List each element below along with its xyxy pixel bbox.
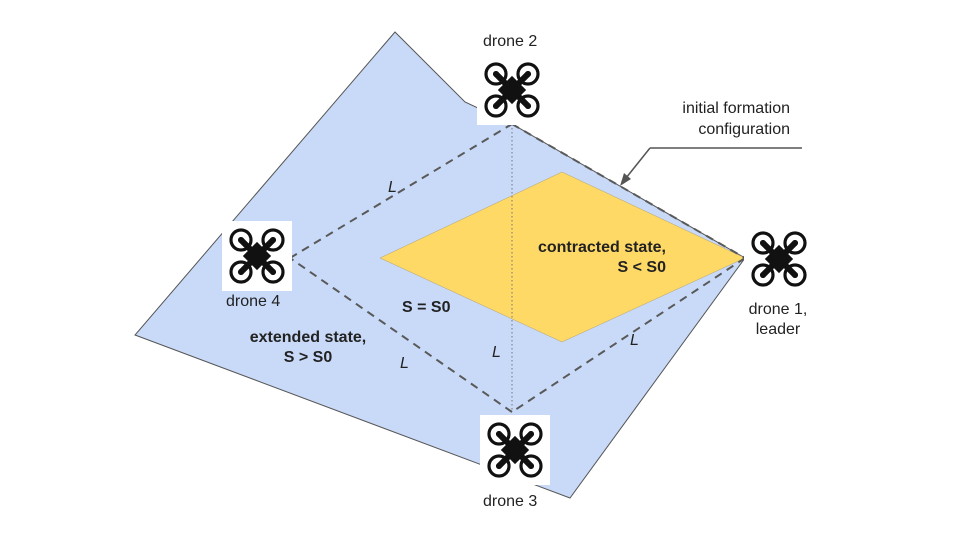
callout-arrowhead [620, 173, 631, 186]
drone-1-label: drone 1, leader [738, 300, 818, 340]
contracted-state-line2: S < S0 [617, 259, 666, 276]
edge-length-label: L [492, 344, 501, 361]
contracted-state-label: contracted state, S < S0 [500, 238, 666, 278]
drone-2-label: drone 2 [483, 33, 538, 50]
extended-state-label: extended state, S > S0 [230, 328, 386, 368]
quadcopter-icon [227, 226, 287, 286]
quadcopter-icon [482, 60, 542, 120]
drone-4-label: drone 4 [226, 293, 281, 310]
callout-arrow-line [625, 147, 651, 179]
drone-4-icon-box [222, 221, 292, 291]
drone-1-icon-box [744, 224, 814, 294]
quadcopter-icon [485, 420, 545, 480]
extended-state-line1: extended state, [249, 329, 367, 346]
callout-line1: initial formation [682, 100, 790, 117]
drone-1-label-line1: drone 1, [748, 301, 808, 318]
quadcopter-icon [749, 229, 809, 289]
initial-state-label: S = S0 [402, 299, 451, 316]
callout-label: initial formation configuration [640, 98, 790, 140]
drone-1-label-line2: leader [755, 321, 801, 338]
initial-formation-outline [289, 123, 746, 413]
edge-length-label: L [388, 179, 397, 196]
drone-2-icon-box [477, 55, 547, 125]
edge-length-label: L [400, 355, 409, 372]
drone-3-label: drone 3 [483, 493, 538, 510]
contracted-state-line1: contracted state, [537, 239, 666, 256]
drone-3-icon-box [480, 415, 550, 485]
callout-line2: configuration [698, 121, 790, 138]
edge-length-label: L [630, 332, 639, 349]
extended-state-line2: S > S0 [283, 349, 333, 366]
